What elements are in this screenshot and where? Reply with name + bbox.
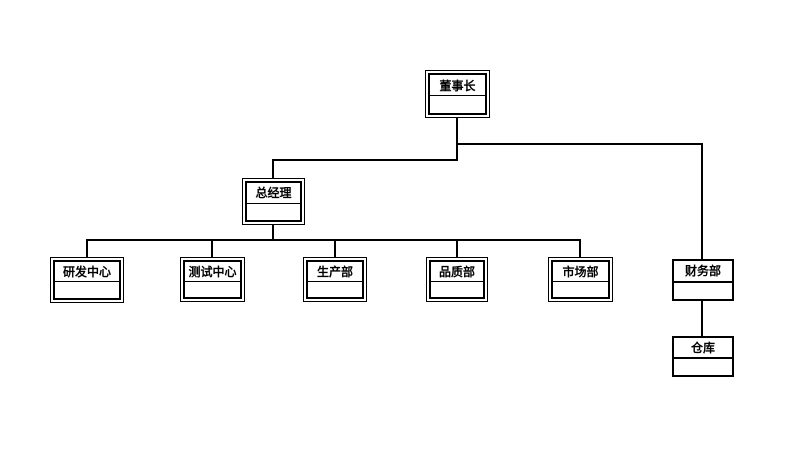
org-node-quality-dept-body: [431, 281, 483, 297]
connector-drop-test-center: [211, 239, 213, 258]
connector-drop-quality-dept: [456, 239, 458, 258]
org-node-production-dept: 生产部: [303, 257, 367, 302]
org-node-production-dept-label: 生产部: [308, 262, 362, 282]
org-node-chairman-label: 董事长: [430, 75, 485, 97]
org-node-production-dept-body: [308, 281, 362, 297]
org-node-rd-center-body: [55, 282, 119, 298]
org-node-quality-dept-label: 品质部: [431, 262, 483, 282]
org-node-marketing-dept: 市场部: [548, 257, 613, 302]
org-node-rd-center: 研发中心: [50, 257, 124, 303]
org-node-test-center-body: [185, 281, 240, 297]
connector-chairman-stem: [456, 117, 458, 161]
connector-warehouse-drop: [701, 300, 703, 337]
org-node-warehouse-label: 仓库: [674, 338, 732, 360]
org-node-test-center: 测试中心: [180, 257, 245, 302]
org-node-chairman: 董事长: [425, 70, 490, 118]
org-node-general-manager-body: [247, 203, 300, 220]
connector-branch-to-gm: [272, 159, 458, 161]
org-node-marketing-dept-body: [553, 281, 608, 297]
org-node-finance-dept: 财务部: [672, 259, 734, 301]
org-node-test-center-label: 测试中心: [185, 262, 240, 282]
org-node-chairman-body: [430, 96, 485, 113]
connector-departments-bus: [86, 239, 581, 241]
org-node-quality-dept: 品质部: [426, 257, 488, 302]
org-node-warehouse: 仓库: [672, 336, 734, 377]
org-node-warehouse-body: [674, 359, 732, 375]
connector-gm-drop: [272, 159, 274, 179]
org-node-marketing-dept-label: 市场部: [553, 262, 608, 282]
org-node-rd-center-label: 研发中心: [55, 262, 119, 283]
org-node-finance-dept-label: 财务部: [674, 261, 732, 283]
connector-branch-to-finance: [456, 143, 703, 145]
org-node-general-manager-label: 总经理: [247, 183, 300, 204]
org-node-finance-dept-body: [674, 282, 732, 299]
connector-finance-drop: [701, 143, 703, 260]
connector-drop-production-dept: [334, 239, 336, 258]
connector-drop-rd-center: [86, 239, 88, 258]
connector-gm-stem: [272, 224, 274, 241]
org-node-general-manager: 总经理: [242, 178, 305, 225]
connector-drop-marketing-dept: [579, 239, 581, 258]
